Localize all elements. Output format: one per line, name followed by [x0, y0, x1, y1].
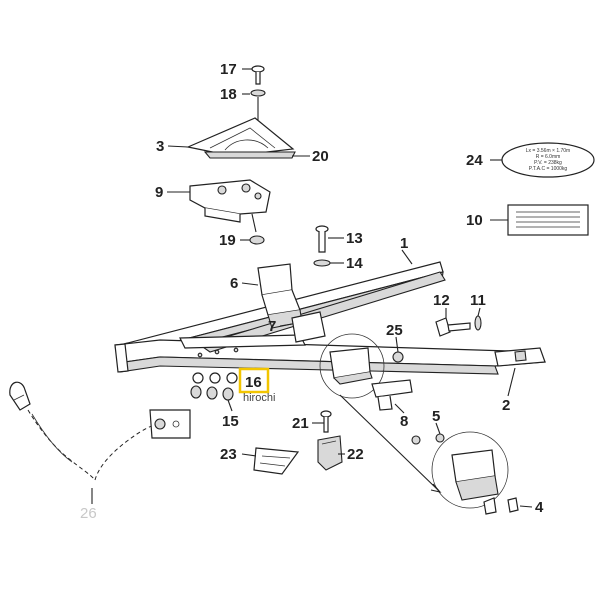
- callout-13: 13: [346, 230, 363, 247]
- callout-25: 25: [386, 322, 403, 339]
- part-22-clamp: [317, 435, 343, 471]
- plate-24-line3: P.V. = 238kg: [534, 160, 562, 166]
- part-2-rear-crossbar: [494, 347, 546, 367]
- part-5-nut-pair: [411, 433, 445, 445]
- callout-8: 8: [400, 413, 408, 430]
- watermark: hirochi: [243, 392, 275, 404]
- part-10-label-plate: [507, 204, 589, 236]
- callout-7: 7: [268, 318, 276, 335]
- callout-1: 1: [400, 235, 408, 252]
- chain-mount-plate: [149, 409, 191, 439]
- hitch-detail-circle: [319, 333, 385, 399]
- hitch-detail-zoom: [431, 431, 509, 509]
- callout-21: 21: [292, 415, 309, 432]
- plate-24-line2: R = 6.0mm: [536, 154, 561, 160]
- callout-12: 12: [433, 292, 450, 309]
- callout-16: 16: [245, 374, 262, 391]
- part-4-bolt-pair: [483, 497, 519, 515]
- callout-20: 20: [312, 148, 329, 165]
- part-23-wedge: [253, 447, 300, 475]
- callout-24: 24: [466, 152, 483, 169]
- part-26-safety-chain: [9, 381, 161, 481]
- callout-5: 5: [432, 408, 440, 425]
- part-17-screw: [251, 65, 265, 85]
- callout-2: 2: [502, 397, 510, 414]
- plate-24-line4: P.T.A.C = 1000kg: [529, 166, 568, 172]
- part-12-bolt: [435, 317, 471, 337]
- callout-9: 9: [155, 184, 163, 201]
- part-7-gusset: [291, 311, 326, 343]
- part-25-nut: [392, 351, 404, 363]
- part-19-nut: [249, 235, 265, 245]
- part-15-bolt-set: [190, 372, 238, 401]
- callout-18: 18: [220, 86, 237, 103]
- part-11-washer: [474, 315, 482, 331]
- callout-22: 22: [347, 446, 364, 463]
- part-21-screw: [320, 410, 332, 433]
- callout-11: 11: [470, 292, 486, 309]
- callout-6: 6: [230, 275, 238, 292]
- part-6-mount-bracket: [257, 263, 303, 329]
- callout-14: 14: [346, 255, 363, 272]
- callout-4: 4: [535, 499, 544, 516]
- callout-10: 10: [466, 212, 483, 229]
- part-13-bolt: [315, 225, 329, 253]
- callout-23: 23: [220, 446, 237, 463]
- part-14-washer: [313, 259, 331, 267]
- part-18-washer: [250, 89, 266, 97]
- callout-15: 15: [222, 413, 239, 430]
- part-8-bracket: [371, 379, 413, 411]
- callout-26: 26: [80, 505, 97, 522]
- part-3-cover-plate: [186, 117, 295, 157]
- callout-17: 17: [220, 61, 237, 78]
- part-9-bracket: [189, 179, 271, 223]
- plate-24-line1: Lx = 3.56m × 1.70m: [526, 148, 570, 154]
- callout-3: 3: [156, 138, 164, 155]
- part-20-gasket: [203, 151, 296, 159]
- callout-16-highlight: [238, 367, 270, 394]
- callout-19: 19: [219, 232, 236, 249]
